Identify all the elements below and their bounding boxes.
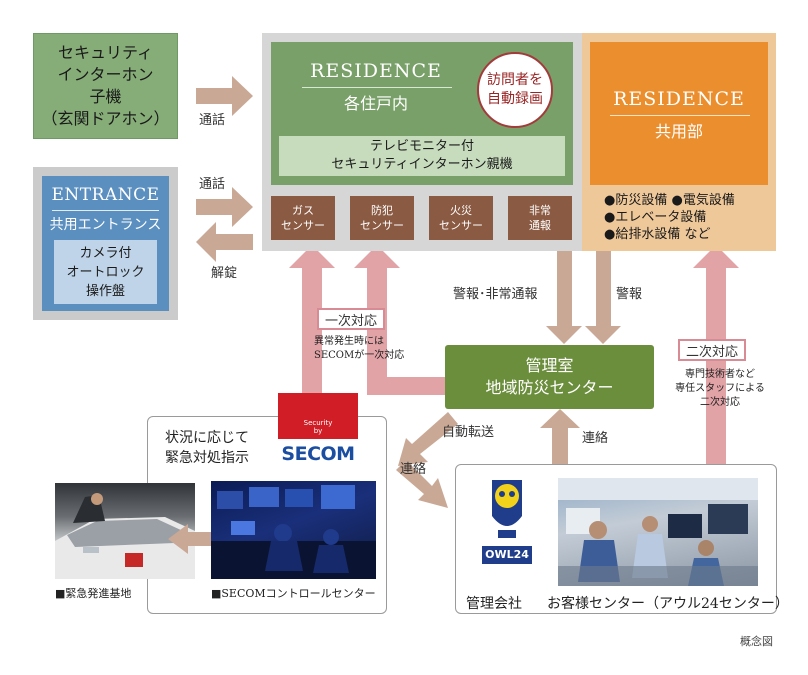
sensor-fire-label: 火災 センサー: [439, 204, 483, 232]
intercom-master-label: テレビモニター付 セキュリティインターホン親機: [331, 139, 513, 172]
management-office: 管理室 地域防災センター: [445, 345, 654, 409]
label-auto-transfer: 自動転送: [442, 425, 495, 440]
owl-logo-art: [482, 480, 532, 564]
entrance-divider: [52, 210, 159, 211]
residence-subtitle: 各住戸内: [343, 94, 408, 113]
intercom-master-unit: テレビモニター付 セキュリティインターホン親機: [279, 136, 565, 176]
label-unlock: 解錠: [211, 266, 238, 281]
owl24-logo: OWL24: [482, 476, 532, 568]
entrance-subtitle: 共用エントランス: [49, 217, 162, 233]
intercom-child-label: セキュリティ インターホン 子機 （玄関ドアホン）: [41, 43, 170, 128]
arrow-auto-transfer: [398, 412, 458, 466]
dispatch-caption: ■緊急発進基地: [55, 587, 132, 600]
auto-record-badge: 訪問者を 自動録画: [477, 52, 553, 128]
arrow-control-to-dispatch: [168, 524, 212, 554]
intercom-child-unit: セキュリティ インターホン 子機 （玄関ドアホン）: [33, 33, 178, 139]
residence-divider: [302, 87, 452, 88]
secondary-response-tag: 二次対応: [678, 339, 747, 361]
secom-logo: Security by SECOM: [278, 393, 358, 469]
common-area-divider: [610, 115, 750, 116]
dispatch-photo-art: [55, 493, 195, 579]
label-contact-up: 連絡: [582, 431, 609, 446]
autolock-panel: カメラ付 オートロック 操作盤: [54, 240, 157, 304]
customer-center-photo: [558, 478, 758, 586]
autolock-panel-label: カメラ付 オートロック 操作盤: [66, 245, 145, 299]
sensor-emergency: 非常 通報: [508, 196, 572, 240]
secom-instruction: 状況に応じて 緊急対処指示: [165, 430, 249, 466]
primary-response-note: 異常発生時には SECOMが一次対応: [314, 336, 405, 361]
auto-record-label: 訪問者を 自動録画: [487, 72, 543, 107]
arrow-contact-up: [540, 409, 580, 464]
management-office-label: 管理室 地域防災センター: [485, 356, 614, 397]
label-alarm: 警報: [616, 287, 643, 302]
sensor-fire: 火災 センサー: [429, 196, 493, 240]
residence-title: RESIDENCE: [310, 60, 442, 82]
arrow-contact-down: [396, 460, 448, 508]
sensor-emergency-label: 非常 通報: [529, 204, 551, 232]
arrow-alarm-emergency: [546, 251, 582, 344]
concept-diagram-note: 概念図: [740, 635, 773, 648]
arrow-call-1: [196, 76, 253, 116]
sensor-gas: ガス センサー: [271, 196, 335, 240]
secom-logo-plate: [278, 439, 358, 469]
label-call-2: 通話: [199, 177, 226, 192]
arrow-primary-2: [354, 245, 445, 395]
control-photo-art: [211, 485, 376, 579]
entrance-title: ENTRANCE: [51, 185, 160, 205]
label-call-1: 通話: [199, 113, 226, 128]
control-center-photo: [211, 481, 376, 579]
control-center-caption: ■SECOMコントロールセンター: [211, 587, 376, 600]
customer-center-photo-art: [558, 478, 758, 586]
arrow-call-2: [196, 187, 253, 227]
label-alarm-emergency: 警報･非常通報: [453, 287, 538, 302]
common-equipment-list: ●防災設備 ●電気設備 ●エレベータ設備 ●給排水設備 など: [604, 193, 735, 242]
sensor-crime: 防犯 センサー: [350, 196, 414, 240]
primary-response-tag: 一次対応: [317, 308, 386, 330]
common-area-subtitle: 共用部: [654, 122, 703, 141]
dispatch-base-photo: [55, 483, 195, 579]
secom-logo-tagline: Security by: [303, 419, 333, 435]
secondary-response-note: 専門技術者など 専任スタッフによる 二次対応: [675, 369, 765, 408]
label-contact-down: 連絡: [400, 462, 427, 477]
owl24-text: OWL24: [485, 548, 529, 561]
management-company-label: 管理会社: [466, 596, 522, 612]
common-area-panel: [590, 42, 768, 185]
common-area-title: RESIDENCE: [613, 88, 745, 110]
arrow-unlock: [196, 222, 253, 262]
secom-logo-wordmark: SECOM: [281, 443, 355, 465]
customer-center-label: お客様センター（アウル24センター）: [547, 596, 789, 612]
sensor-crime-label: 防犯 センサー: [360, 204, 404, 232]
arrow-alarm: [585, 251, 621, 344]
arrow-primary-1: [289, 245, 335, 395]
sensor-gas-label: ガス センサー: [281, 204, 325, 232]
